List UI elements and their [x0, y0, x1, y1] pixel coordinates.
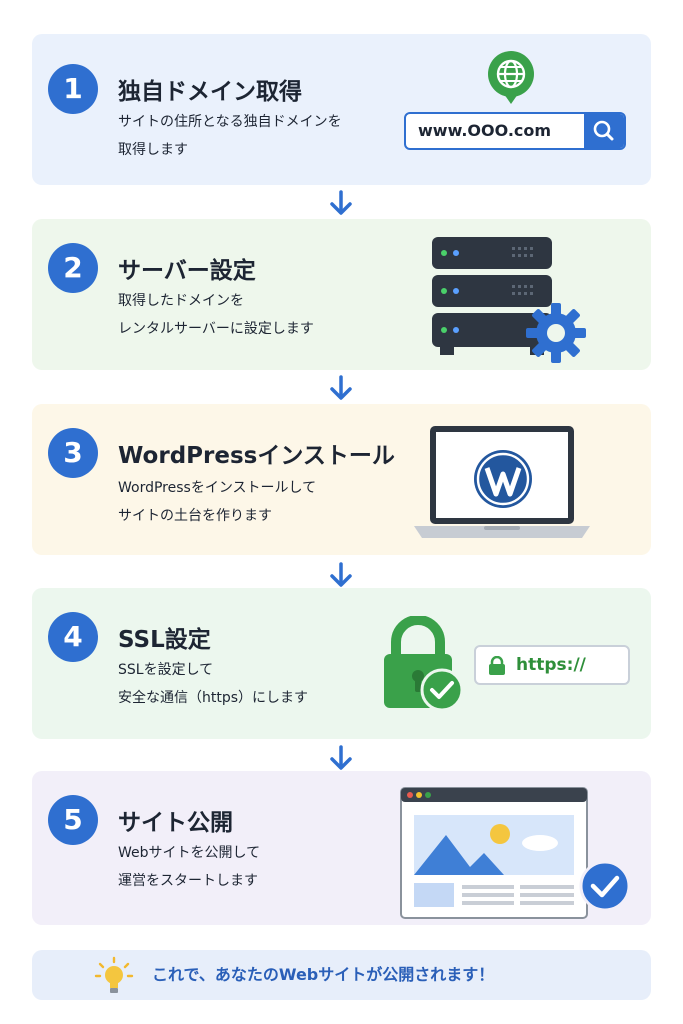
- step-desc-5-line-2: 運営をスタートします: [118, 873, 258, 889]
- step-desc-4: SSLを設定して 安全な通信（https）にします: [118, 656, 308, 712]
- server-icon: [432, 237, 552, 355]
- step-number-2: 2: [48, 243, 98, 293]
- step-number-5: 5: [48, 795, 98, 845]
- https-text: https://: [516, 655, 586, 675]
- search-icon: [593, 120, 614, 141]
- down-arrow-icon: [330, 745, 352, 770]
- step-desc-4-line-2: 安全な通信（https）にします: [118, 690, 309, 706]
- step-desc-3-line-2: サイトの土台を作ります: [118, 508, 272, 524]
- step-desc-1-line-2: 取得します: [118, 142, 188, 158]
- step-card-2: 2 サーバー設定 取得したドメインを レンタルサーバーに設定します: [32, 219, 651, 370]
- step-desc-3: WordPressをインストールして サイトの土台を作ります: [118, 474, 316, 530]
- check-icon: [420, 668, 464, 712]
- domain-search-button[interactable]: [584, 114, 624, 148]
- down-arrow-icon: [330, 190, 352, 215]
- step-desc-1: サイトの住所となる独自ドメインを 取得します: [118, 108, 342, 164]
- gear-icon: [526, 303, 586, 363]
- step-number-3: 3: [48, 428, 98, 478]
- down-arrow-icon: [330, 375, 352, 400]
- step-desc-5: Webサイトを公開して 運営をスタートします: [118, 839, 260, 895]
- footer-banner: これで、あなたのWebサイトが公開されます！: [32, 950, 651, 1000]
- footer-message: これで、あなたのWebサイトが公開されます！: [152, 965, 495, 984]
- step-desc-4-line-1: SSLを設定して: [118, 662, 214, 678]
- browser-window-icon: [400, 787, 588, 919]
- step-desc-5-line-1: Webサイトを公開して: [118, 845, 261, 861]
- check-icon: [579, 860, 631, 912]
- step-desc-2-line-1: 取得したドメインを: [118, 293, 244, 309]
- step-card-4: 4 SSL設定 SSLを設定して 安全な通信（https）にします https:…: [32, 588, 651, 739]
- step-card-1: 1 独自ドメイン取得 サイトの住所となる独自ドメインを 取得します www.OO…: [32, 34, 651, 185]
- step-desc-2: 取得したドメインを レンタルサーバーに設定します: [118, 287, 314, 343]
- step-title-4: SSL設定: [118, 627, 211, 653]
- step-desc-1-line-1: サイトの住所となる独自ドメインを: [118, 114, 342, 130]
- domain-search-input[interactable]: www.OOO.com: [404, 112, 626, 150]
- domain-search-value: www.OOO.com: [418, 121, 552, 140]
- lock-icon: [489, 656, 505, 675]
- step-title-5: サイト公開: [118, 810, 233, 836]
- wordpress-logo-icon: [474, 450, 532, 508]
- https-address-bar: https://: [474, 645, 630, 685]
- step-desc-3-line-1: WordPressをインストールして: [118, 480, 317, 496]
- step-card-5: 5 サイト公開 Webサイトを公開して 運営をスタートします: [32, 771, 651, 925]
- step-desc-2-line-2: レンタルサーバーに設定します: [118, 321, 314, 337]
- globe-icon: [488, 51, 534, 104]
- step-title-3: WordPressインストール: [118, 443, 395, 469]
- lightbulb-icon: [94, 956, 134, 993]
- step-title-2: サーバー設定: [118, 258, 256, 284]
- step-title-1: 独自ドメイン取得: [118, 79, 302, 105]
- step-number-4: 4: [48, 612, 98, 662]
- step-card-3: 3 WordPressインストール WordPressをインストールして サイト…: [32, 404, 651, 555]
- down-arrow-icon: [330, 562, 352, 587]
- step-number-1: 1: [48, 64, 98, 114]
